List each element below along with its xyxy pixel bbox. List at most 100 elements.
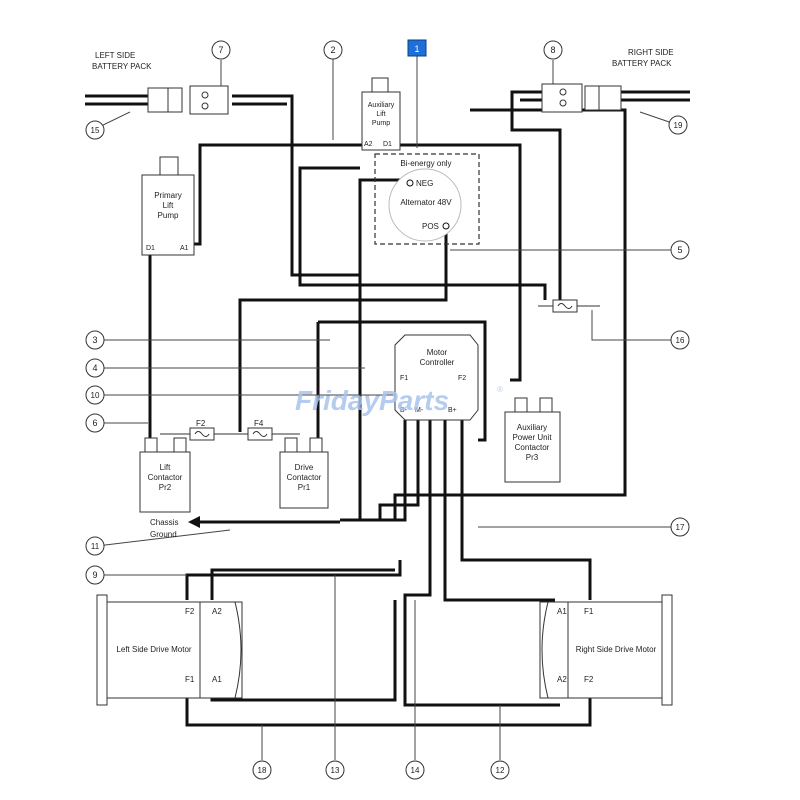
- aux-d1-label: D1: [383, 141, 392, 148]
- svg-text:9: 9: [92, 570, 97, 580]
- plp-label-3: Pump: [158, 211, 179, 220]
- mc-f1-label: F1: [400, 375, 408, 382]
- left-pack-label-2: BATTERY PACK: [92, 62, 152, 71]
- wire-mc-c: [460, 420, 592, 600]
- aux-contactor-label-1: Auxiliary: [517, 423, 547, 432]
- mc-f2-label: F2: [458, 375, 466, 382]
- drive-contactor-label-2: Contactor: [287, 473, 322, 482]
- lm-f2-label: F2: [185, 607, 195, 616]
- neg-terminal: [406, 179, 414, 187]
- callouts: 1 2 3 4 5 6 7 8 9 10 11 12 13 14 15 16 1…: [85, 39, 690, 780]
- wire-aux-a2: [190, 143, 368, 246]
- fuse-f4-label: F4: [254, 419, 264, 428]
- watermark-reg: ®: [497, 385, 503, 394]
- bi-energy-box: [374, 153, 480, 245]
- right-battery-connector: [541, 83, 622, 113]
- chassis-ground-label-2: Ground: [150, 530, 177, 539]
- neg-label: NEG: [416, 179, 433, 188]
- right-drive-motor: [539, 594, 673, 706]
- callout-6: 6: [85, 413, 105, 433]
- callout-1: 1: [407, 39, 427, 57]
- right-pack-label-1: RIGHT SIDE: [628, 48, 674, 57]
- callout-2: 2: [323, 40, 343, 60]
- wire-lm-f2: [185, 560, 402, 600]
- mc-label-2: Controller: [420, 358, 455, 367]
- aux-lift-pump-label-1: Auxiliary: [368, 102, 395, 109]
- svg-text:5: 5: [677, 245, 682, 255]
- svg-text:1: 1: [414, 44, 419, 54]
- aux-contactor-label-4: Pr3: [526, 453, 539, 462]
- text-labels: LEFT SIDE BATTERY PACK RIGHT SIDE BATTER…: [92, 48, 674, 684]
- watermark-text: FridayParts: [295, 385, 449, 416]
- watermark: FridayParts ®: [295, 385, 503, 416]
- callout-14: 14: [405, 760, 425, 780]
- svg-text:18: 18: [258, 766, 267, 775]
- drive-contactor-label-3: Pr1: [298, 483, 311, 492]
- left-pack-label-1: LEFT SIDE: [95, 51, 135, 60]
- wire-right-conn-a: [510, 90, 562, 305]
- wire-mc-top: [318, 320, 487, 442]
- svg-text:7: 7: [218, 45, 223, 55]
- svg-text:14: 14: [411, 766, 420, 775]
- callout-16: 16: [670, 330, 690, 350]
- aux-contactor-label-2: Power Unit: [512, 433, 552, 442]
- callout-12: 12: [490, 760, 510, 780]
- wires: [85, 90, 690, 727]
- svg-text:8: 8: [550, 45, 555, 55]
- wire-mc-mminus: [378, 420, 420, 520]
- lift-contactor-label-3: Pr2: [159, 483, 172, 492]
- svg-text:15: 15: [91, 126, 100, 135]
- plp-a1-label: A1: [180, 245, 189, 252]
- alternator-circle: [388, 168, 462, 242]
- callout-3: 3: [85, 330, 105, 350]
- alternator-label: Alternator 48V: [400, 198, 452, 207]
- mc-bplus-label: B+: [448, 407, 457, 414]
- aux-lift-pump-label-3: Pump: [372, 120, 390, 127]
- lift-contactor-label-2: Contactor: [148, 473, 183, 482]
- aux-a2-label: A2: [364, 141, 373, 148]
- left-motor-label: Left Side Drive Motor: [116, 645, 191, 654]
- wire-left-conn-pos: [232, 94, 360, 277]
- rm-f1-label: F1: [584, 607, 594, 616]
- leader-lines: [95, 55, 680, 760]
- wire-aux-d1: [398, 143, 522, 382]
- wire-lm-f1: [185, 690, 592, 727]
- plp-d1-label: D1: [146, 245, 155, 252]
- chassis-ground-arrow: [188, 516, 200, 528]
- pos-label: POS: [422, 222, 439, 231]
- callout-15: 15: [85, 120, 105, 140]
- callout-8: 8: [543, 40, 563, 60]
- right-motor-label: Right Side Drive Motor: [576, 645, 657, 654]
- svg-text:11: 11: [91, 542, 100, 551]
- aux-power-unit-contactor: [504, 397, 561, 483]
- fuse-f2: [189, 427, 215, 441]
- lm-f1-label: F1: [185, 675, 195, 684]
- svg-text:6: 6: [92, 418, 97, 428]
- fuse-f4: [247, 427, 273, 441]
- svg-text:10: 10: [91, 391, 100, 400]
- svg-text:17: 17: [676, 523, 685, 532]
- pos-terminal: [442, 222, 450, 230]
- plp-label-1: Primary: [154, 191, 182, 200]
- svg-text:3: 3: [92, 335, 97, 345]
- plp-label-2: Lift: [163, 201, 174, 210]
- primary-lift-pump: [141, 156, 195, 256]
- lift-contactor: [139, 437, 191, 513]
- wire-mc-bminus: [340, 420, 407, 522]
- callout-11: 11: [85, 536, 105, 556]
- svg-text:13: 13: [331, 766, 340, 775]
- mc-bminus-label: B-: [400, 407, 408, 414]
- aux-lift-pump-label-2: Lift: [376, 111, 385, 118]
- chassis-ground-label-1: Chassis: [150, 518, 178, 527]
- callout-5: 5: [670, 240, 690, 260]
- right-pack-label-2: BATTERY PACK: [612, 59, 672, 68]
- wire-mc-b: [443, 420, 555, 602]
- auxiliary-lift-pump: [361, 77, 401, 151]
- left-battery-connector: [147, 85, 229, 115]
- callout-9: 9: [85, 565, 105, 585]
- wire-mc-a: [403, 420, 560, 707]
- lm-a1-label: A1: [212, 675, 222, 684]
- wire-lm-a2: [210, 568, 395, 600]
